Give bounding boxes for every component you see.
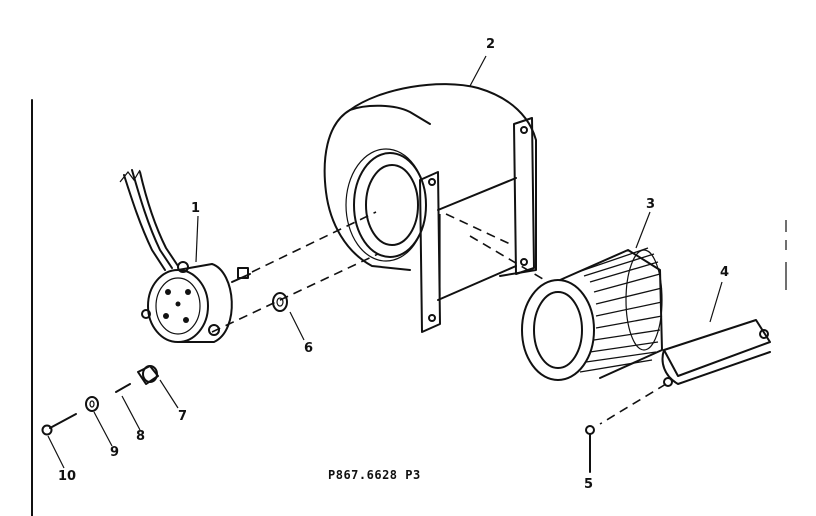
callout-9: 9 xyxy=(110,445,120,460)
pin-part-8 xyxy=(115,383,131,393)
nut-part-6 xyxy=(272,292,288,312)
blower-housing-part xyxy=(323,83,537,333)
callout-4: 4 xyxy=(720,265,730,280)
callout-10: 10 xyxy=(58,469,77,484)
callout-3: 3 xyxy=(646,197,656,212)
callout-leader-lines xyxy=(47,55,723,469)
callout-7: 7 xyxy=(178,409,188,424)
assembly-axis-line xyxy=(251,211,377,273)
sleeve-part-7 xyxy=(137,365,159,385)
assembly-axis-line-wheel xyxy=(469,235,549,283)
assembly-axis-line-screw xyxy=(599,383,667,425)
callout-1: 1 xyxy=(191,201,201,216)
part-code-label: P867.6628 P3 xyxy=(328,468,421,482)
assembly-axis-line-lower xyxy=(211,253,379,333)
motor-part xyxy=(119,169,251,343)
cover-plate-part xyxy=(661,319,771,387)
callout-5: 5 xyxy=(584,477,594,492)
blower-wheel-part xyxy=(521,247,663,381)
callout-2: 2 xyxy=(486,37,496,52)
washer-part-9 xyxy=(85,396,99,412)
bolt-part-10 xyxy=(41,413,77,436)
callout-6: 6 xyxy=(304,341,314,356)
callout-8: 8 xyxy=(136,429,146,444)
screw-part-5 xyxy=(585,425,595,473)
